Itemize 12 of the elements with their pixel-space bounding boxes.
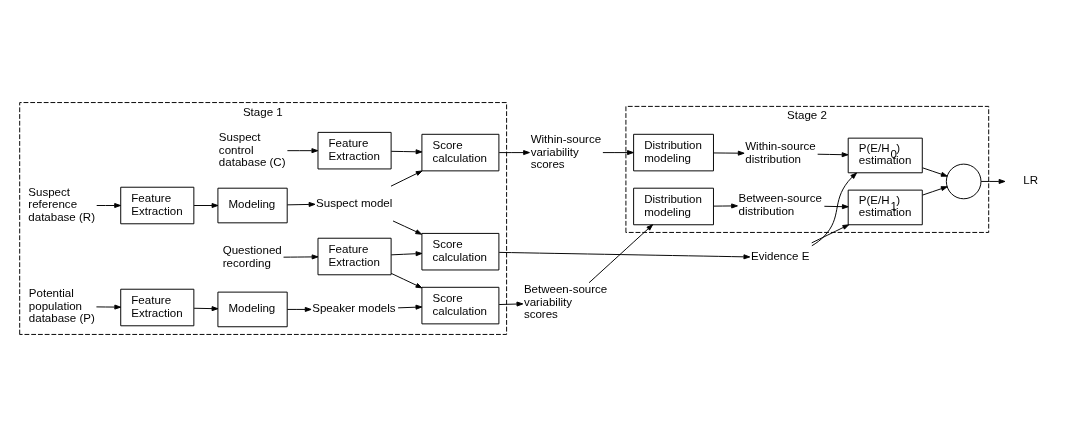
node-text: Between-source variability scores (523, 283, 608, 321)
node-text: Suspect model (316, 196, 393, 209)
node-text: Potential population database (P) (28, 287, 95, 325)
node-text: Questioned recording (222, 244, 282, 269)
node-text: Suspect reference database (R) (28, 185, 96, 223)
node-text: Within-source distribution (745, 140, 816, 165)
node-text: Speaker models (312, 302, 396, 315)
node-text: LR (1023, 174, 1039, 187)
node-text: Suspect control database (C) (218, 131, 286, 169)
node-text: Within-source variability scores (530, 133, 602, 171)
node-text: Evidence E (751, 250, 810, 263)
node-text: Between-source distribution (738, 192, 822, 217)
